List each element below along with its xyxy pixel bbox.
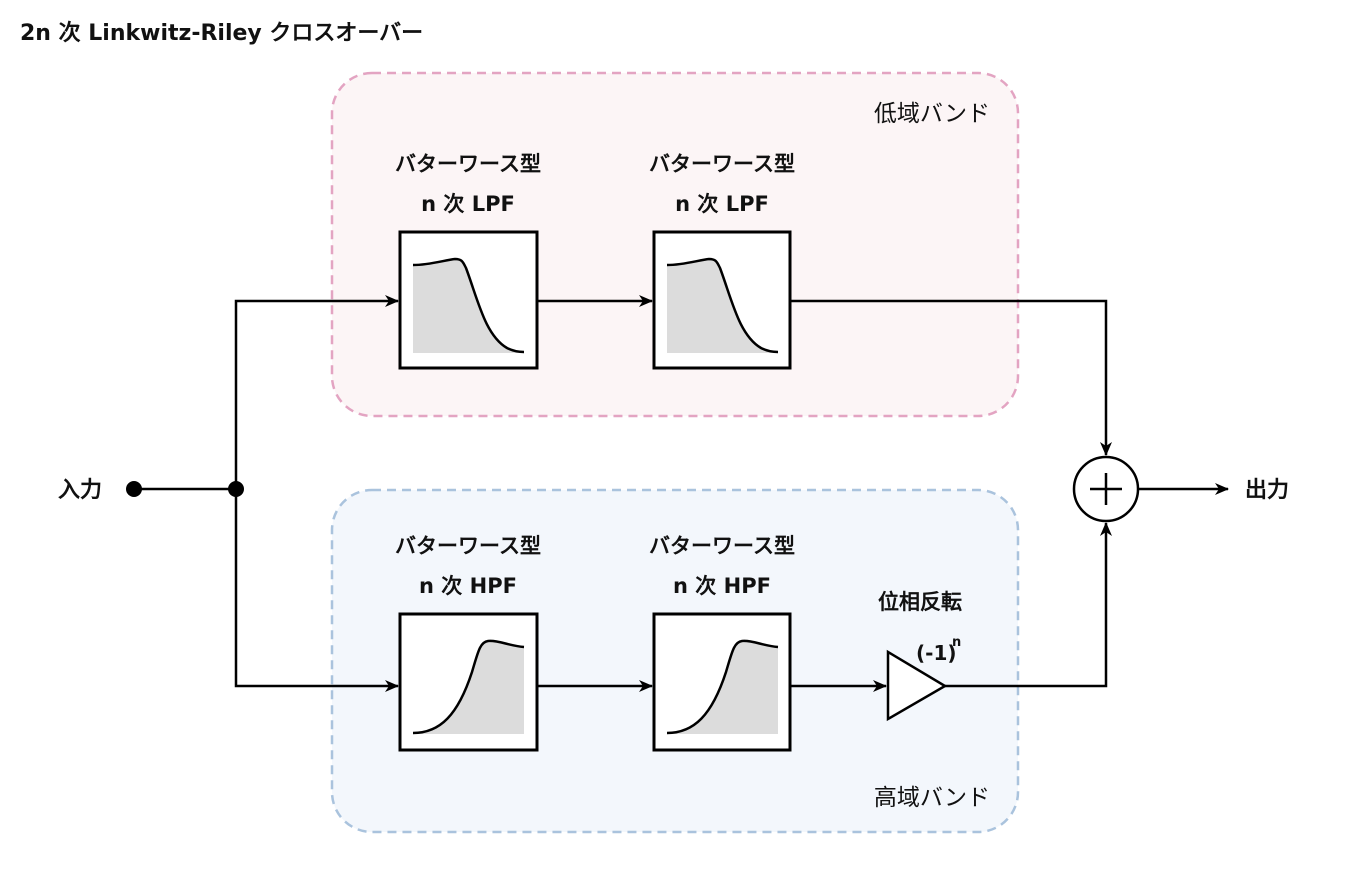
inverter-label: 位相反転 (878, 590, 962, 614)
highpass-response-icon (412, 639, 525, 735)
wire-low-to-sum (791, 299, 1112, 456)
hpf2-title-line1: バターワース型 (649, 534, 795, 558)
hpf-block-1[interactable] (398, 612, 539, 752)
highpass-response-icon (666, 639, 779, 735)
lpf2-title-line1: バターワース型 (649, 152, 795, 176)
inverter-gain-base: (-1) (916, 641, 957, 665)
lpf1-title-line2: n 次 LPF (421, 192, 515, 216)
low-band-group: 低域バンド バターワース型 n 次 LPF バターワース型 n 次 LPF (330, 71, 1020, 418)
output-label: 出力 (1245, 478, 1289, 503)
junction-dot (228, 481, 244, 497)
hpf1-title-line2: n 次 HPF (419, 574, 517, 598)
input-terminal-dot[interactable] (126, 481, 142, 497)
lpf2-title-line2: n 次 LPF (675, 192, 769, 216)
inverter-gain-exponent: n (952, 635, 961, 650)
plus-icon (1090, 473, 1122, 505)
high-band-group: 高域バンド バターワース型 n 次 HPF バターワース型 n 次 HPF 位相… (330, 488, 1020, 834)
diagram-title: 2n 次 Linkwitz-Riley クロスオーバー (20, 20, 423, 46)
wire-high-to-sum (945, 522, 1112, 688)
input-label: 入力 (58, 478, 102, 503)
hpf-block-2[interactable] (652, 612, 792, 752)
lowpass-response-icon (412, 257, 525, 354)
phase-inverter-triangle-icon[interactable] (886, 649, 948, 722)
signal-wires (134, 295, 1229, 692)
wire-to-lpf1 (234, 295, 399, 489)
hpf2-title-line2: n 次 HPF (673, 574, 771, 598)
summing-junction[interactable] (1072, 455, 1140, 523)
lpf1-title-line1: バターワース型 (395, 152, 541, 176)
lpf-block-1[interactable] (398, 230, 539, 370)
wire-to-hpf1 (234, 489, 399, 692)
lpf-block-2[interactable] (652, 230, 792, 370)
hpf1-title-line1: バターワース型 (395, 534, 541, 558)
high-band-label: 高域バンド (874, 785, 990, 811)
lowpass-response-icon (666, 257, 779, 354)
low-band-label: 低域バンド (874, 101, 990, 127)
